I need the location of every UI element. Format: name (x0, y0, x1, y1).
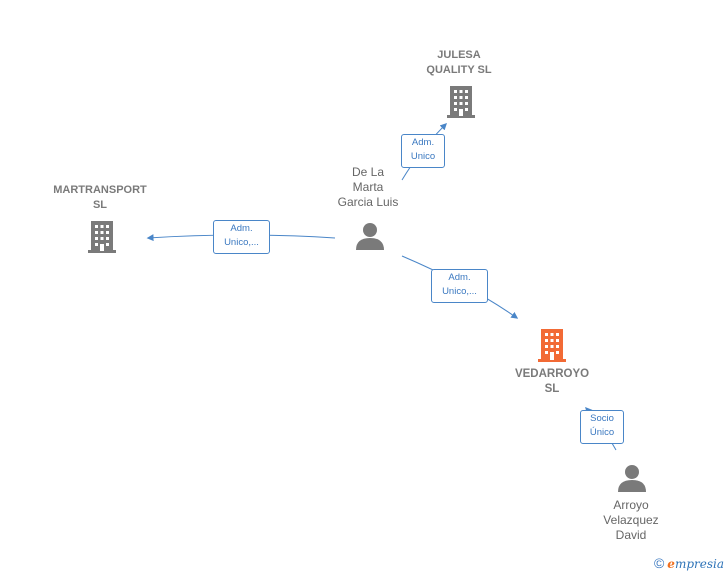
edge-label-arroyo-to-vedarroyo[interactable]: Socio Único (580, 410, 624, 444)
building-icon[interactable] (536, 327, 568, 362)
person-label-arroyo[interactable]: Arroyo Velazquez David (603, 498, 659, 542)
person-icon[interactable] (354, 220, 386, 252)
company-label-martransport[interactable]: MARTRANSPORT SL (53, 184, 147, 211)
building-icon[interactable] (86, 219, 118, 253)
building-icon[interactable] (445, 84, 477, 118)
copyright-icon: © (653, 555, 665, 571)
edge-label-to-martransport[interactable]: Adm. Unico,... (213, 220, 270, 254)
company-label-julesa[interactable]: JULESA QUALITY SL (426, 49, 492, 76)
person-icon[interactable] (616, 462, 648, 494)
brand-footer: ©empresia (654, 555, 724, 571)
brand-logo-text: mpresia (674, 557, 724, 571)
brand-logo-initial: e (667, 557, 675, 571)
company-label-vedarroyo[interactable]: VEDARROYO SL (514, 368, 590, 395)
edge-label-to-vedarroyo[interactable]: Adm. Unico,... (431, 269, 488, 303)
edge-label-to-julesa[interactable]: Adm. Unico (401, 134, 445, 168)
person-label-de-la-marta[interactable]: De La Marta Garcia Luis (337, 165, 399, 209)
